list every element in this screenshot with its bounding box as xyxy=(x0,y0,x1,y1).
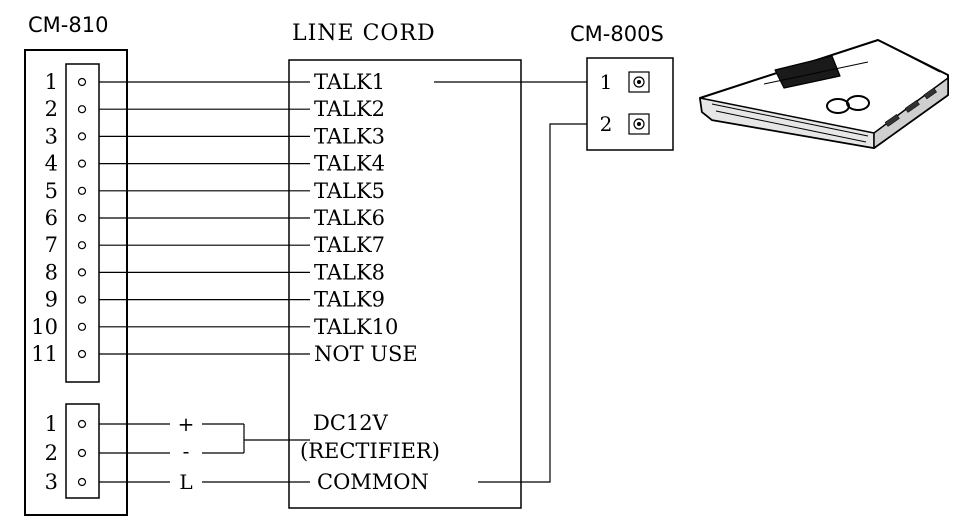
talk-label: TALK9 xyxy=(314,288,385,312)
cm810-terminal-number: 6 xyxy=(45,206,58,230)
cm810-power-terminal-number: 2 xyxy=(45,441,58,465)
screw-head-icon xyxy=(633,76,645,88)
common-label: COMMON xyxy=(317,470,429,494)
talk-label: TALK5 xyxy=(314,179,385,203)
line-cord-talk-labels: TALK1TALK2TALK3TALK4TALK5TALK6TALK7TALK8… xyxy=(314,70,418,366)
cm800s-title: CM-800S xyxy=(570,22,664,46)
screw-terminal-icon xyxy=(77,132,87,141)
cm810-terminal-number: 9 xyxy=(45,288,58,312)
screw-terminal-icon xyxy=(77,105,87,114)
screw-terminal-icon xyxy=(77,419,87,429)
screw-center-icon xyxy=(637,122,641,126)
screw-terminal-icon xyxy=(77,77,87,87)
screw-terminal-icon xyxy=(77,349,87,359)
screw-terminal-icon xyxy=(77,322,87,331)
cm810-power-terminal-number: 1 xyxy=(45,412,58,436)
cm810-power-terminal-strip xyxy=(65,403,100,499)
cm810-talk-terminal-strip xyxy=(65,63,100,383)
talk-label: TALK10 xyxy=(314,315,398,339)
cm800s-device-illustration xyxy=(699,39,949,149)
screw-terminal-icon xyxy=(628,113,650,135)
minus-mark: - xyxy=(183,439,190,463)
screw-head-icon xyxy=(633,118,645,130)
screw-terminal-icon xyxy=(77,241,87,250)
talk-label: TALK6 xyxy=(314,206,385,230)
plus-mark: + xyxy=(178,412,195,436)
cm810-housing xyxy=(24,49,128,516)
screw-terminal-icon xyxy=(77,159,87,168)
power-wires: + - L xyxy=(99,123,587,494)
cm810-terminal-number: 3 xyxy=(45,124,58,148)
talk-label: TALK3 xyxy=(314,124,385,148)
screw-terminal-icon xyxy=(77,268,87,277)
cm810-power-terminals: 1 2 3 xyxy=(45,412,87,494)
screw-terminal-icon xyxy=(77,295,87,304)
cm800s-terminal-block xyxy=(586,57,674,151)
cm810-terminal-number: 10 xyxy=(31,315,58,339)
talk-label: TALK7 xyxy=(314,233,385,257)
screw-terminal-icon xyxy=(77,477,87,487)
cm800s-terminal-number: 1 xyxy=(600,70,613,94)
cm800s-terminal-number: 2 xyxy=(600,112,613,136)
talk-label: TALK2 xyxy=(314,97,385,121)
talk-label: TALK4 xyxy=(314,152,385,176)
cm810-power-terminal-number: 3 xyxy=(45,470,58,494)
l-mark: L xyxy=(179,470,192,494)
screw-terminal-icon xyxy=(77,186,87,195)
rectifier-label: (RECTIFIER) xyxy=(300,439,440,463)
talk-wires xyxy=(99,81,310,355)
cm810-terminal-number: 11 xyxy=(31,342,58,366)
screw-terminal-icon xyxy=(77,448,87,458)
cm800s-terminals: 12 xyxy=(600,70,650,136)
talk-label: TALK8 xyxy=(314,260,385,284)
cm810-terminal-number: 8 xyxy=(45,260,58,284)
cm810-terminal-number: 5 xyxy=(45,179,58,203)
screw-terminal-icon xyxy=(77,213,87,223)
talk-label: TALK1 xyxy=(314,70,385,94)
dc12v-label: DC12V xyxy=(313,411,389,435)
screw-terminal-icon xyxy=(628,71,650,93)
talk-label: NOT USE xyxy=(314,342,418,366)
cm810-title: CM-810 xyxy=(28,13,108,37)
cm810-terminal-number: 2 xyxy=(45,97,58,121)
cm810-talk-terminals: 1 2 3 4 5 6 7 8 9 10 11 xyxy=(31,70,87,366)
screw-center-icon xyxy=(637,80,641,84)
cm810-terminal-number: 4 xyxy=(45,152,58,176)
cm810-terminal-number: 1 xyxy=(45,70,58,94)
line-cord-title: LINE CORD xyxy=(292,21,436,46)
cm810-terminal-number: 7 xyxy=(45,233,58,257)
line-cord-box xyxy=(288,59,522,509)
cm800s-screen xyxy=(774,55,841,89)
